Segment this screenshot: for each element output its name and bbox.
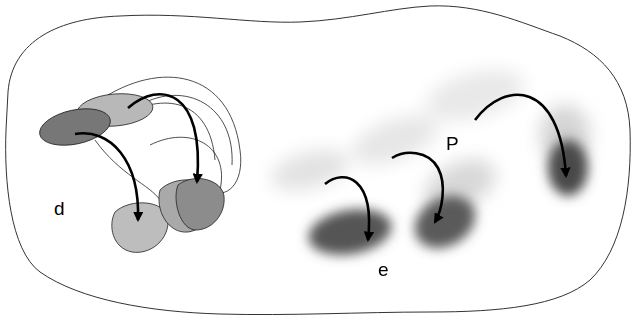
- embryo-outline: [6, 6, 631, 315]
- lobe-group: [36, 77, 241, 252]
- expression-domain: [267, 61, 590, 221]
- movement-arrow: [325, 95, 566, 240]
- part-label: e: [378, 260, 389, 279]
- movement-arrow: [75, 94, 198, 220]
- part-label: P: [446, 134, 459, 153]
- expression-domain: [305, 140, 588, 261]
- part-label: d: [54, 199, 65, 218]
